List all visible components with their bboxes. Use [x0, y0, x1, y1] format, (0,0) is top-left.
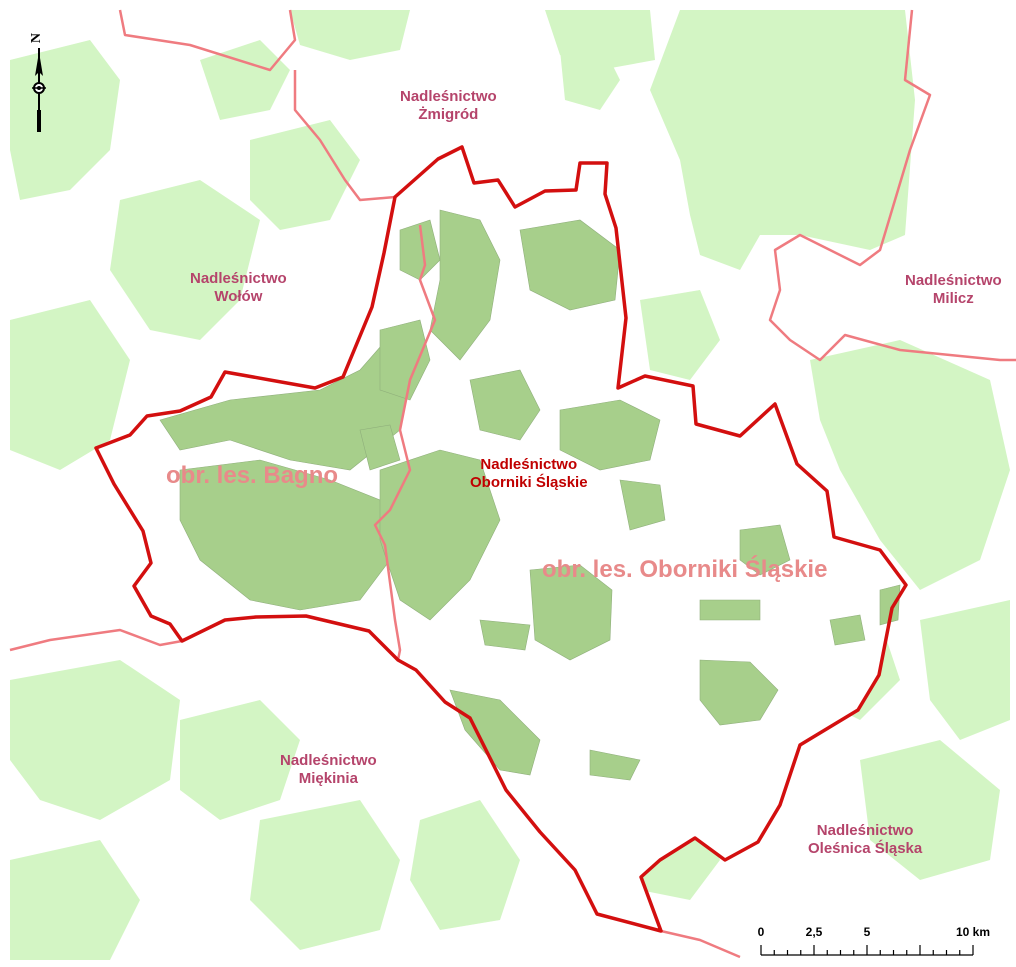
label-oborniki-line2: Oborniki Śląskie — [470, 474, 588, 491]
neighbor-boundaries — [9, 9, 1016, 959]
label-nadlesnictwo-miekinia: Nadleśnictwo Miękinia — [280, 752, 377, 788]
label-oborniki-line1: Nadleśnictwo — [480, 456, 578, 473]
scale-tick-5: 5 — [863, 925, 871, 939]
scale-tick-10km: 10 km — [955, 925, 991, 939]
label-wolow-line2: Wołów — [214, 288, 263, 305]
label-miekinia-line2: Miękinia — [298, 770, 358, 787]
label-nadlesnictwo-olesnica: Nadleśnictwo Oleśnica Śląska — [808, 822, 922, 858]
scale-bar: 0 2,5 5 10 km — [752, 925, 1012, 961]
label-olesnica-line1: Nadleśnictwo — [816, 822, 914, 839]
label-milicz-line1: Nadleśnictwo — [905, 272, 1002, 289]
label-miekinia-line1: Nadleśnictwo — [280, 752, 377, 769]
label-nadlesnictwo-milicz: Nadleśnictwo Milicz — [905, 272, 1002, 308]
north-arrow: N — [28, 30, 50, 140]
label-milicz-line2: Milicz — [932, 290, 974, 307]
label-wolow-line1: Nadleśnictwo — [190, 270, 287, 287]
label-zmigrod-line1: Nadleśnictwo — [400, 88, 497, 105]
district-forest — [159, 209, 901, 781]
scale-tick-0: 0 — [757, 925, 765, 939]
district-area — [96, 147, 906, 931]
label-zmigrod-line2: Żmigród — [418, 106, 479, 123]
district-boundary — [94, 145, 908, 933]
north-arrow-icon — [32, 48, 46, 132]
surrounding-forest — [10, 10, 1010, 960]
label-obr-bagno: obr. les. Bagno — [166, 462, 339, 489]
scale-bar-graphic — [760, 945, 974, 956]
label-nadlesnictwo-wolow: Nadleśnictwo Wołów — [190, 270, 287, 306]
scale-tick-2-5: 2,5 — [805, 925, 823, 939]
label-nadlesnictwo-zmigrod: Nadleśnictwo Żmigród — [400, 88, 497, 124]
label-olesnica-line2: Oleśnica Śląska — [808, 840, 923, 857]
label-nadlesnictwo-oborniki: Nadleśnictwo Oborniki Śląskie — [470, 456, 588, 492]
label-obr-oborniki: obr. les. Oborniki Śląskie — [542, 556, 828, 583]
